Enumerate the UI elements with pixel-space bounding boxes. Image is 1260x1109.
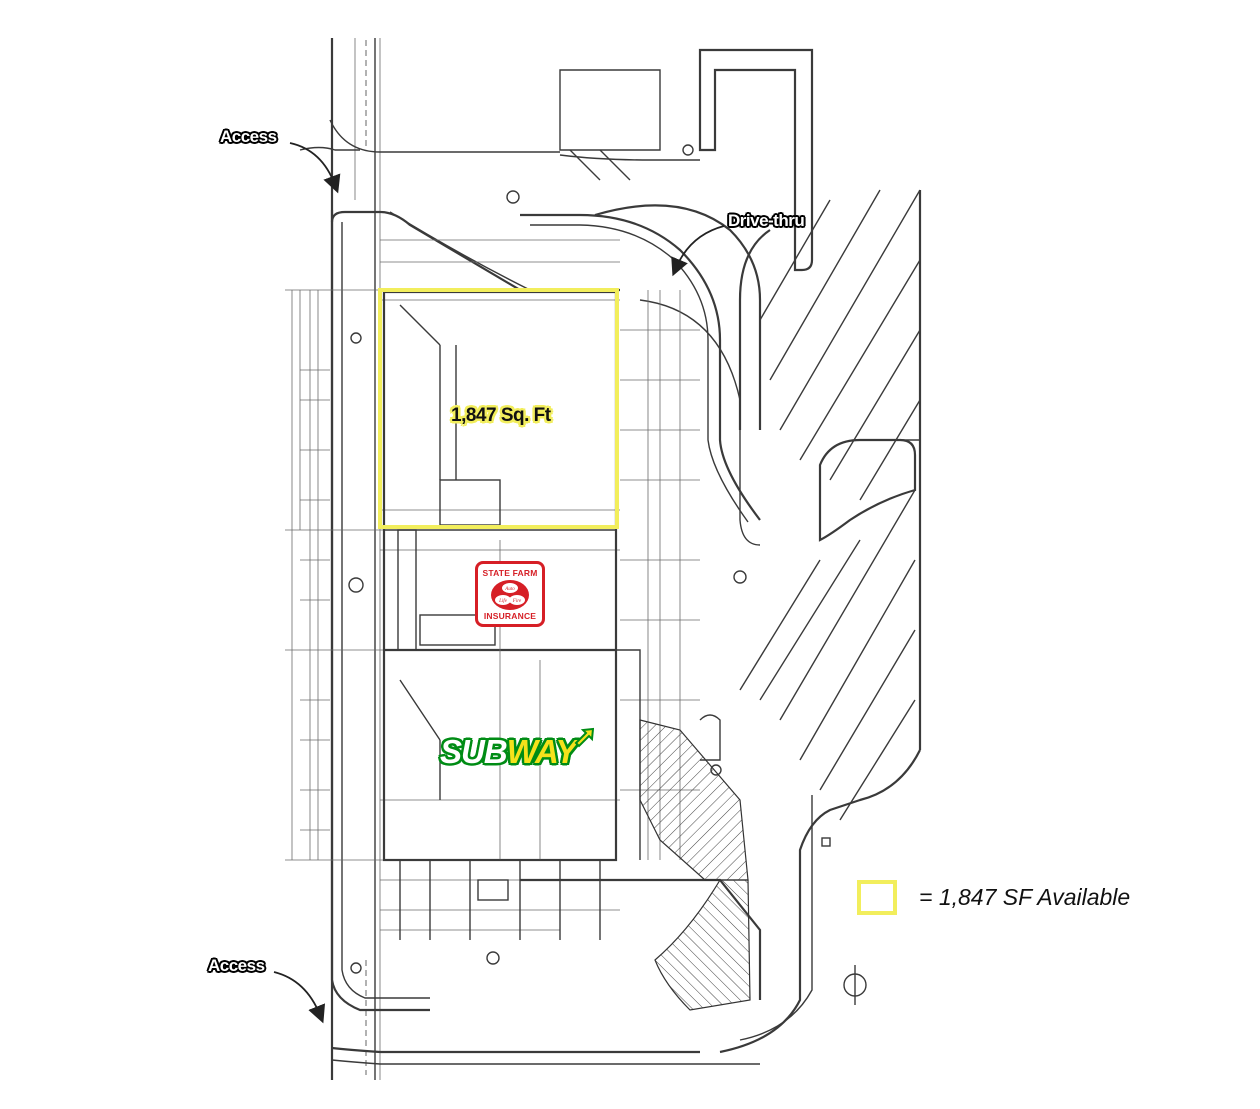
available-sqft-label: 1,847 Sq. Ft [451,405,551,426]
subway-logo: SUBWAY [440,727,595,771]
legend-swatch [857,880,897,915]
access-label-top: Access [220,127,277,146]
parking-area [520,48,922,1054]
state-farm-ovals-icon: Auto Life Fire [491,580,529,610]
state-farm-oval-life: Life [498,599,508,604]
road-lines [330,38,381,1080]
state-farm-bottom-text: INSURANCE [483,611,537,621]
subway-logo-sub: SUB [440,733,508,770]
legend-text: = 1,847 SF Available [919,884,1131,910]
building [382,290,762,1000]
state-farm-oval-fire: Fire [512,599,522,604]
site-curbs [299,119,760,1065]
drive-thru-label: Drive-thru [728,211,805,230]
state-farm-logo: STATE FARM Auto Life Fire INSURANCE [475,561,545,627]
subway-arrow-icon [575,727,595,748]
hatched-walkways [639,719,751,1011]
direction-arrows [273,142,725,1024]
state-farm-oval-auto: Auto [504,587,515,592]
state-farm-top-text: STATE FARM [482,568,538,578]
access-label-bottom: Access [208,956,265,975]
site-symbols [348,144,867,1005]
available-space-outline [378,288,619,529]
subway-logo-way: WAY [506,733,578,770]
